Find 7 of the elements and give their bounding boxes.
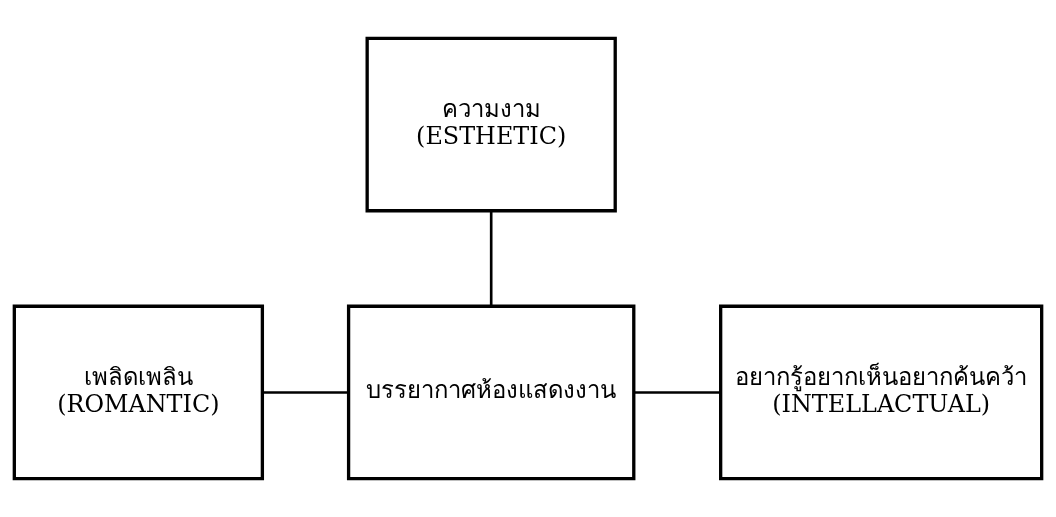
node-box: บรรยากาศห้องแสดงงาน (346, 304, 636, 481)
node-box: อยากรู้อยากเห็นอยากค้นคว้า (INTELLACTUAL) (719, 304, 1044, 481)
node-box: ความงาม (ESTHETIC) (365, 36, 617, 213)
connector (489, 210, 493, 307)
connector (262, 391, 349, 394)
node-box: เพลิดเพลิน (ROMANTIC) (12, 304, 265, 481)
connector (634, 391, 721, 394)
